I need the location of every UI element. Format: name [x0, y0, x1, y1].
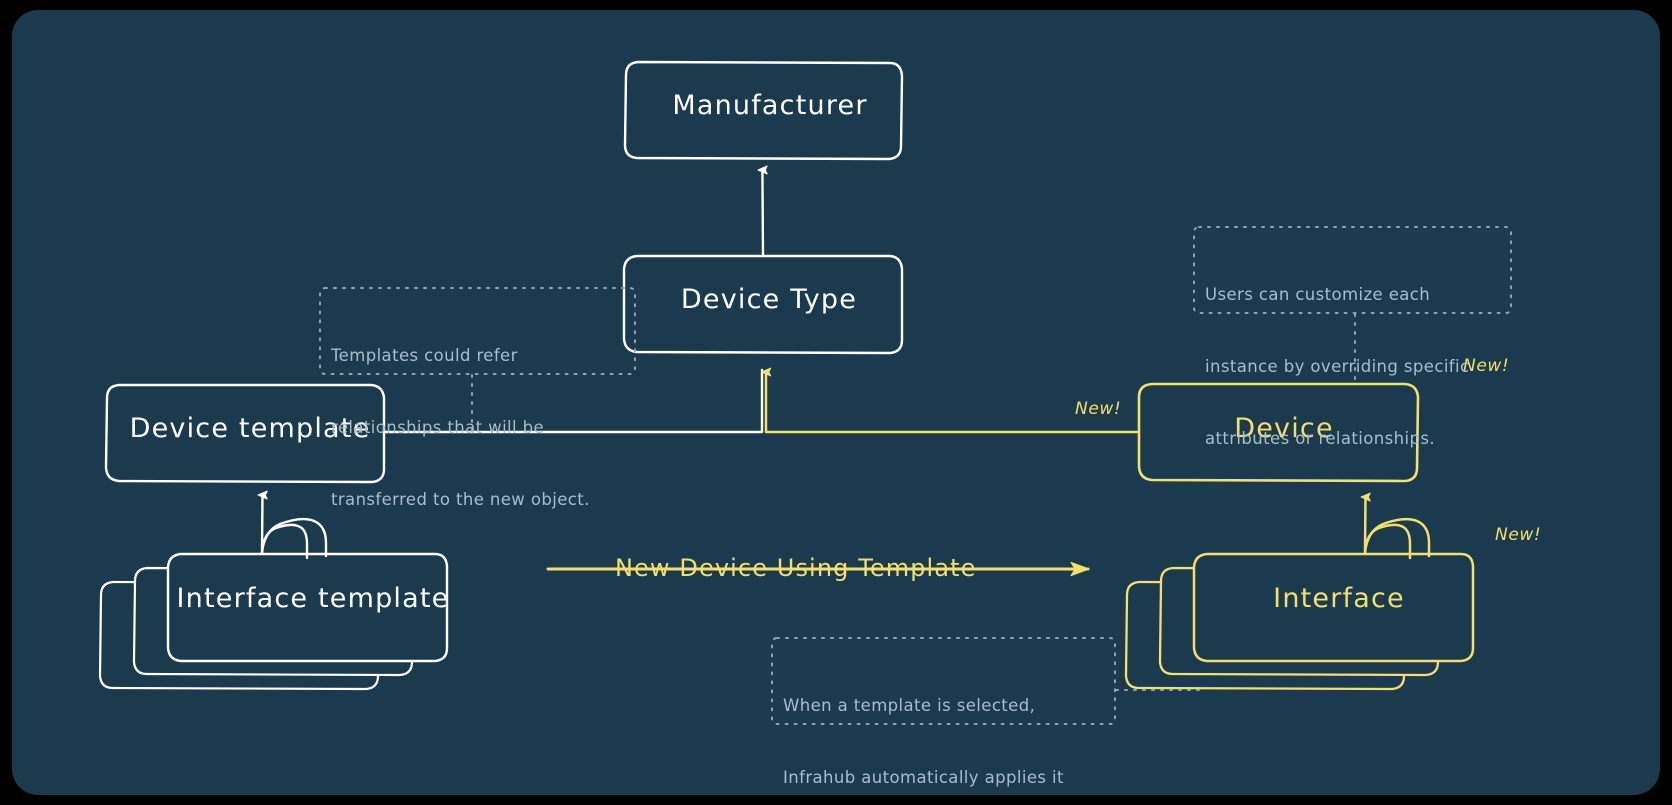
node-device-template[interactable] — [105, 384, 396, 483]
node-interface-template[interactable] — [100, 553, 450, 690]
node-manufacturer[interactable] — [625, 61, 915, 159]
node-device-type[interactable] — [624, 255, 914, 354]
node-interface[interactable] — [1126, 553, 1476, 690]
node-device[interactable] — [1138, 383, 1429, 483]
